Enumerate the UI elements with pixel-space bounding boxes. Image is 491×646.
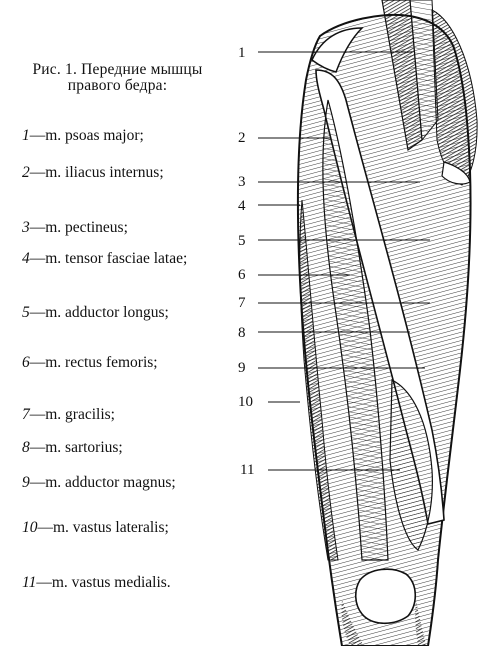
legend-text: m. gracilis; bbox=[45, 406, 115, 423]
legend-item-6: 6—m. rectus femoris; bbox=[22, 354, 220, 371]
thigh-drawing bbox=[232, 0, 491, 646]
legend-number: 4 bbox=[22, 250, 30, 267]
legend-item-11: 11—m. vastus medialis. bbox=[22, 574, 220, 591]
legend-number: 9 bbox=[22, 474, 30, 491]
legend-item-2: 2—m. iliacus internus; bbox=[22, 164, 220, 181]
legend-text: m. vastus medialis. bbox=[52, 574, 171, 591]
patella bbox=[356, 569, 416, 623]
legend-number: 2 bbox=[22, 164, 30, 181]
legend-item-4: 4—m. tensor fasciae latae; bbox=[22, 250, 220, 267]
legend-text: m. pectineus; bbox=[45, 219, 128, 236]
legend-item-1: 1—m. psoas major; bbox=[22, 127, 220, 144]
legend-item-10: 10—m. vastus lateralis; bbox=[22, 519, 220, 536]
legend-item-7: 7—m. gracilis; bbox=[22, 406, 220, 423]
legend-item-9: 9—m. adductor magnus; bbox=[22, 474, 220, 491]
legend-text: m. psoas major; bbox=[45, 127, 144, 144]
legend-text: m. sartorius; bbox=[45, 439, 123, 456]
legend-number: 7 bbox=[22, 406, 30, 423]
legend-item-5: 5—m. adductor longus; bbox=[22, 304, 220, 321]
legend-text: m. vastus lateralis; bbox=[53, 519, 169, 536]
legend-text: m. iliacus internus; bbox=[45, 164, 163, 181]
legend-number: 8 bbox=[22, 439, 30, 456]
legend-number: 3 bbox=[22, 219, 30, 236]
legend-text: m. adductor longus; bbox=[45, 304, 169, 321]
legend-text: m. rectus femoris; bbox=[45, 354, 157, 371]
legend-number: 5 bbox=[22, 304, 30, 321]
thigh-muscle-illustration bbox=[232, 0, 491, 646]
legend-number: 10 bbox=[22, 519, 38, 536]
legend-text: m. adductor magnus; bbox=[45, 474, 175, 491]
figure-caption: Рис. 1. Передние мышцы правого бедра: bbox=[30, 62, 205, 94]
legend-number: 11 bbox=[22, 574, 36, 591]
legend-text: m. tensor fasciae latae; bbox=[45, 250, 187, 267]
legend-number: 1 bbox=[22, 127, 30, 144]
legend-number: 6 bbox=[22, 354, 30, 371]
legend-item-8: 8—m. sartorius; bbox=[22, 439, 220, 456]
legend-item-3: 3—m. pectineus; bbox=[22, 219, 220, 236]
